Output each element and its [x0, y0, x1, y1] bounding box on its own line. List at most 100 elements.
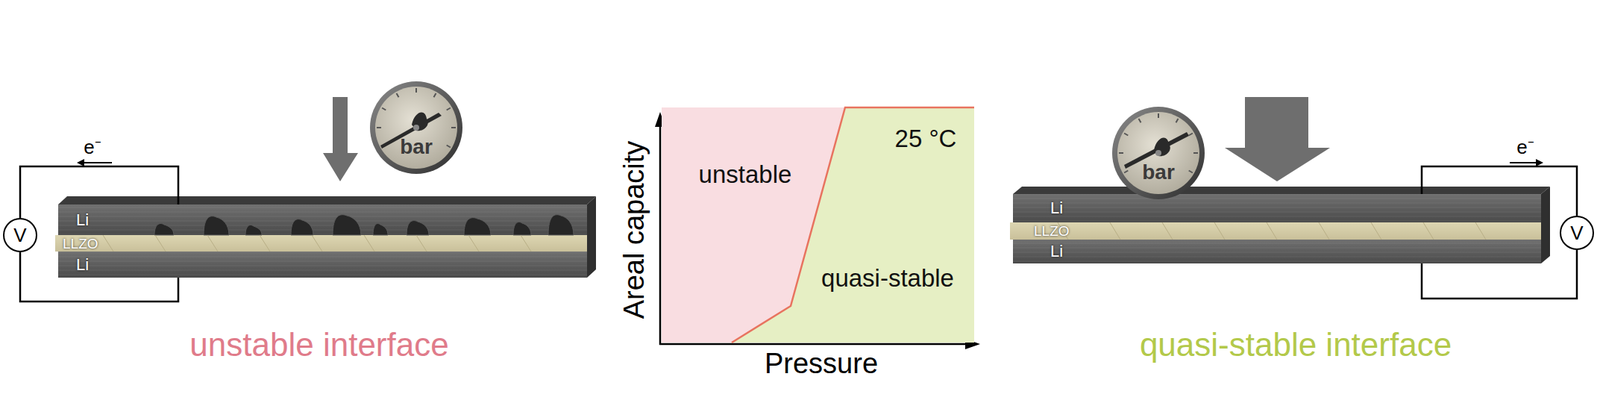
grains: [1057, 222, 1486, 240]
gauge-tick: [1124, 170, 1128, 174]
axis-title: Areal capacity: [619, 140, 649, 320]
grain-boundary: [1371, 222, 1382, 240]
dendrite: [154, 223, 174, 235]
grain-boundary: [1214, 222, 1225, 240]
grain-boundary: [1423, 222, 1434, 240]
dendrite: [332, 214, 362, 235]
gauge-tick: [1188, 170, 1193, 174]
unit-label: bar: [1142, 161, 1175, 183]
texture: [58, 251, 588, 278]
panel-caption: unstable interface: [189, 328, 449, 362]
meter-symbol: V: [1570, 223, 1583, 243]
llzo-layer: [1009, 222, 1542, 240]
electron-arrow: [76, 158, 112, 167]
pressure-gauge-label: bar: [1112, 106, 1205, 200]
dendrite: [548, 214, 574, 235]
dendrite: [406, 220, 429, 235]
cell-stack: [55, 196, 596, 278]
grain-boundary: [207, 234, 218, 252]
circuit-wire: [1421, 166, 1577, 216]
gauge-pin: [413, 124, 420, 131]
layer-label: Li: [76, 211, 89, 229]
lithium-layer: [1012, 193, 1542, 223]
unit-label: bar: [399, 136, 433, 158]
lithium-electrode: Li: [58, 251, 588, 278]
dendrite: [245, 225, 262, 236]
gauge-pin: [1155, 149, 1162, 156]
llzo-electrolyte: LLZO: [58, 234, 588, 252]
grain-boundary: [468, 234, 479, 252]
grain-boundary: [1318, 222, 1330, 240]
gauge-tick: [1139, 118, 1142, 123]
grains: [102, 234, 532, 252]
gauge-tick: [1188, 133, 1193, 136]
grain-boundary: [155, 234, 166, 252]
cell-stack: [1009, 186, 1551, 264]
texture: [1012, 239, 1542, 264]
lithium-electrode: Li: [1012, 239, 1542, 264]
electron-label: e⁻: [1516, 137, 1534, 157]
gauge-tick: [396, 93, 400, 97]
gauge-tick: [1193, 152, 1198, 154]
gauge-tick: [1124, 133, 1128, 136]
temperature-label: 25 °C: [895, 126, 958, 151]
electron-label: e⁻: [83, 137, 101, 157]
pressure-gauge: [369, 81, 463, 174]
electron-arrow: [1509, 158, 1544, 167]
layer-label: LLZO: [62, 236, 99, 251]
lithium-layer: [58, 204, 588, 235]
grain-boundary: [1109, 222, 1121, 240]
dendrites: [154, 214, 574, 235]
grain-boundary: [1162, 222, 1173, 240]
grain-boundary: [364, 234, 375, 252]
gauge-tick: [1118, 152, 1124, 154]
circuit-wire: [20, 166, 179, 218]
dendrite: [513, 222, 532, 235]
lithium-electrode: Li: [1012, 193, 1542, 223]
voltmeter: V: [2, 217, 38, 253]
pressure-arrow: [1224, 96, 1330, 182]
pressure-arrow: [322, 96, 359, 182]
top-face: [1012, 186, 1551, 194]
region-fill: [731, 107, 975, 343]
llzo-electrolyte: LLZO: [1012, 222, 1542, 240]
gauge-tick: [446, 108, 451, 111]
grain-boundary: [520, 234, 532, 252]
grain-boundary: [1475, 222, 1486, 240]
gauge-ring: [369, 81, 463, 174]
gauge-face: [1117, 111, 1200, 194]
meter-symbol: V: [13, 225, 27, 245]
gauge-face: [375, 86, 458, 169]
lithium-electrode: Li: [58, 204, 588, 235]
layer-label: LLZO: [1033, 223, 1070, 238]
grain-boundary: [1266, 222, 1278, 240]
region-label: unstable: [698, 161, 793, 187]
circuit-wire: [20, 252, 179, 302]
layer-label: Li: [76, 256, 89, 274]
gauge-hub: [1153, 137, 1171, 157]
gauge-tick: [446, 145, 451, 148]
texture: [58, 204, 588, 235]
grain-boundary: [102, 234, 114, 252]
pressure-gauge-label: bar: [369, 81, 463, 174]
top-face: [58, 196, 596, 205]
layer-label: Li: [1050, 199, 1063, 217]
gauge-tick: [381, 108, 386, 111]
texture: [1012, 193, 1542, 223]
layer-label: Li: [1050, 243, 1063, 260]
side-face: [587, 196, 596, 278]
dendrite: [372, 223, 388, 235]
dendrite: [203, 216, 229, 235]
grain-boundary: [311, 234, 323, 252]
gauge-tick: [1157, 113, 1160, 118]
stability-boundary: [731, 107, 975, 343]
grain-boundary: [259, 234, 271, 252]
pressure-gauge: [1112, 106, 1205, 200]
gauge-tick: [415, 88, 417, 93]
voltmeter: V: [1559, 215, 1595, 250]
region-label: quasi-stable: [821, 265, 955, 291]
gauge-tick: [451, 126, 456, 129]
grain-boundary: [416, 234, 427, 252]
lithium-layer: [58, 251, 588, 278]
gauge-tick: [1176, 118, 1179, 123]
